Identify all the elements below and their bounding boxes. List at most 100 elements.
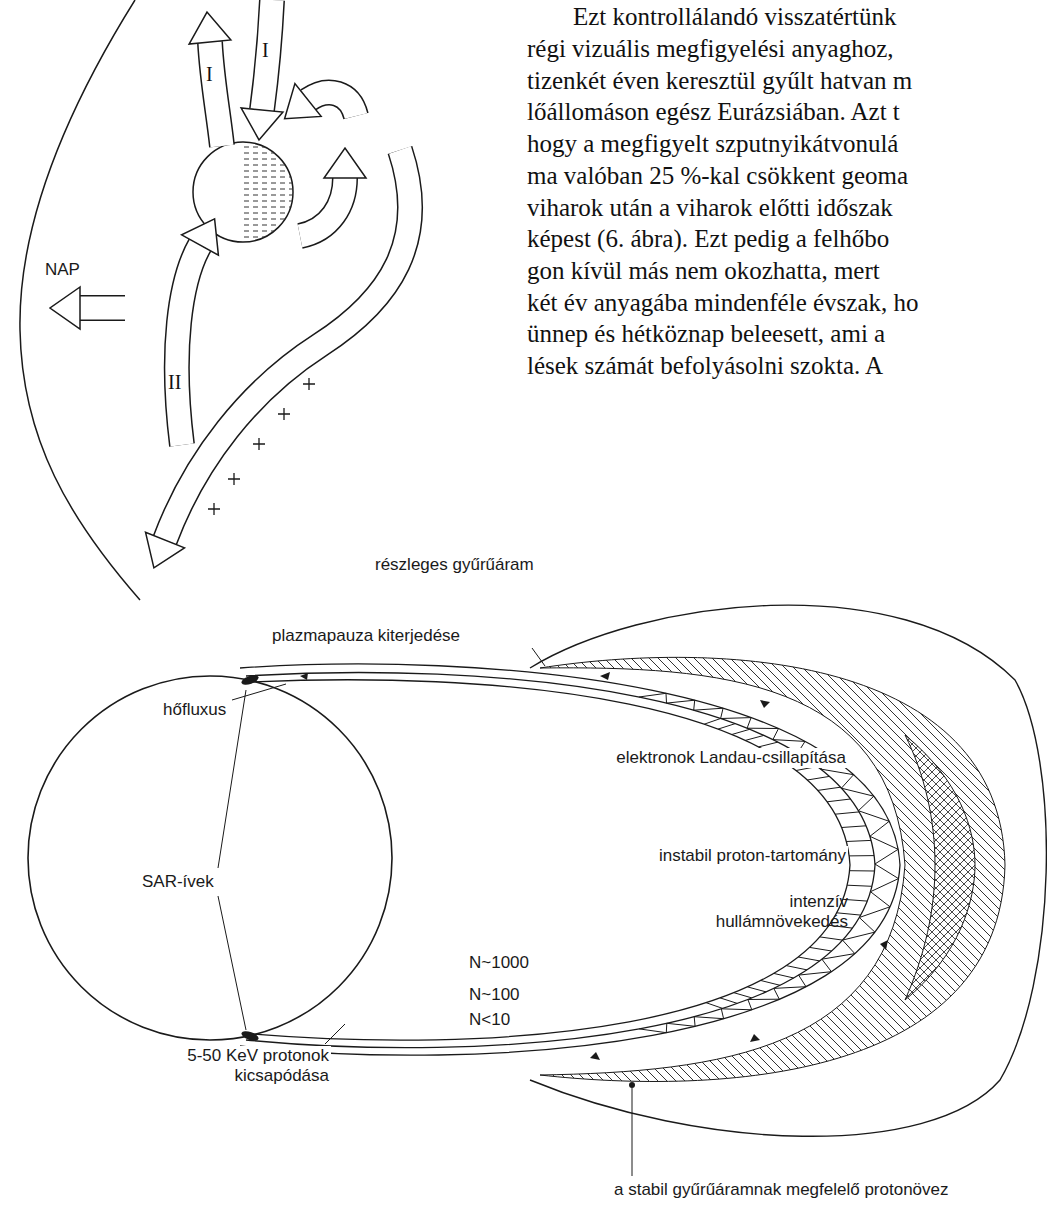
magnetopause-line [20, 0, 140, 600]
arrow-band-inner [300, 178, 345, 236]
body-text: lőállomáson egész Eurázsiában. Azt t [527, 97, 900, 127]
arrow-band-inner [262, 0, 272, 110]
wave-stroke [850, 870, 875, 871]
body-text: régi vizuális megfigyelési anyaghoz, [527, 34, 894, 64]
plasmasphere-figure [28, 605, 1046, 1176]
drawing-path [750, 1034, 760, 1042]
arrow-head [285, 84, 322, 119]
arrow-head [182, 219, 219, 255]
wave-zigzag [639, 693, 899, 1032]
wave-stroke [842, 826, 866, 828]
wave-stroke [748, 987, 767, 992]
arrow-number: I [262, 38, 269, 62]
drawing-path [228, 473, 240, 485]
arrow-band [177, 245, 200, 445]
plus-charges [208, 378, 315, 515]
wave-stroke [718, 724, 735, 730]
drawing-path [880, 940, 888, 950]
wave-stroke [847, 885, 872, 886]
sun-label: NAP [45, 260, 80, 280]
arrow-number: II [168, 370, 181, 394]
drawing-path [325, 1024, 345, 1044]
leader-lines [218, 648, 848, 1176]
arrow-band [300, 178, 345, 236]
arrow-head [324, 148, 366, 178]
wave-stroke [807, 776, 829, 780]
wave-stroke [734, 993, 752, 998]
wave-stroke [846, 840, 871, 841]
body-text: képest (6. ábra). Ezt pedig a felhőbo [527, 224, 889, 254]
part-label: 5-50 KeV protonok kicsapódása [147, 1046, 331, 1087]
drawing-path [590, 1052, 600, 1060]
drawing-ellipse [240, 673, 260, 687]
drawing-path [232, 684, 286, 700]
body-text: ma valóban 25 %-kal csökkent geoma [527, 161, 908, 191]
part-label: a stabil gyűrűáramnak megfelelő protonöv… [614, 1180, 949, 1200]
arrow-head [146, 532, 185, 568]
drawing-path [760, 700, 770, 708]
arrow-band [262, 0, 272, 110]
part-label: intenzív hullámnövekedés [698, 892, 848, 933]
drawing-path [278, 408, 290, 420]
wave-stroke [798, 957, 819, 961]
wave-stroke [849, 855, 874, 856]
sar-arcs [240, 673, 260, 1043]
wave-stroke [774, 973, 794, 978]
night-side-hatch [243, 142, 293, 242]
shell-line [240, 664, 900, 1055]
drawing-path [303, 378, 315, 390]
drawing-path [208, 503, 220, 515]
wave-stroke [759, 742, 778, 747]
wave-stroke [820, 937, 843, 940]
body-text: tizenkét éven keresztül gyűlt hatvan m [527, 66, 912, 96]
wave-stroke [835, 812, 859, 814]
arrow-band [80, 295, 125, 321]
body-text: két év anyagába mindenféle évszak, ho [527, 288, 919, 318]
part-label: elektronok Landau-csillapítása [614, 748, 848, 768]
density-label: N~100 [467, 985, 522, 1005]
drawing-ellipse [240, 1029, 260, 1043]
body-text: viharok után a viharok előtti időszak [527, 193, 893, 223]
body-text: Ezt kontrollálandó visszatértünk [573, 2, 897, 32]
density-label: N~1000 [467, 953, 531, 973]
wave-stroke [786, 966, 807, 970]
part-label: részleges gyűrűáram [375, 555, 534, 575]
magnetosphere-figure [20, 0, 410, 600]
part-label: plazmapauza kiterjedése [272, 626, 460, 646]
arrow-band [165, 150, 410, 540]
wave-strokes [639, 693, 899, 1032]
arrow-band-inner [80, 297, 125, 320]
body-text: gon kívül más nem okozhatta, mert [527, 256, 880, 286]
flow-arrows [50, 0, 410, 568]
wave-stroke [732, 729, 750, 734]
drawing-path [300, 673, 308, 680]
arrow-band-inner [177, 245, 200, 445]
plasmapause-bulge [530, 605, 1046, 1136]
cross-hatched-region [905, 735, 975, 1000]
wave-stroke [827, 799, 850, 802]
density-label: N<10 [467, 1010, 512, 1030]
arrow-band-inner [210, 42, 222, 146]
flow-marks [300, 672, 888, 1060]
arrow-head [50, 287, 80, 329]
arrow-head [189, 12, 231, 44]
wave-stroke [720, 998, 737, 1004]
body-text: hogy a megfigyelt szputnyikátvonulá [527, 129, 898, 159]
body-text: lések számát befolyásolni szokta. A [527, 351, 883, 381]
arrow-band [210, 42, 222, 146]
proton-belt-hatch [540, 657, 1005, 1081]
wave-stroke [704, 719, 720, 725]
part-label: instabil proton-tartomány [657, 846, 848, 866]
arrow-head [241, 108, 283, 140]
wave-stroke [706, 1003, 723, 1009]
drawing-path [532, 648, 545, 666]
arrow-band-inner [165, 150, 410, 540]
drawing-path [253, 438, 265, 450]
body-text: ünnep és hétköznap beleesett, ami a [527, 319, 885, 349]
arrow-number: I [206, 62, 213, 86]
part-label: hőfluxus [163, 700, 226, 720]
drawing-path [600, 672, 610, 680]
wave-stroke [810, 947, 832, 951]
wave-stroke [818, 787, 841, 790]
